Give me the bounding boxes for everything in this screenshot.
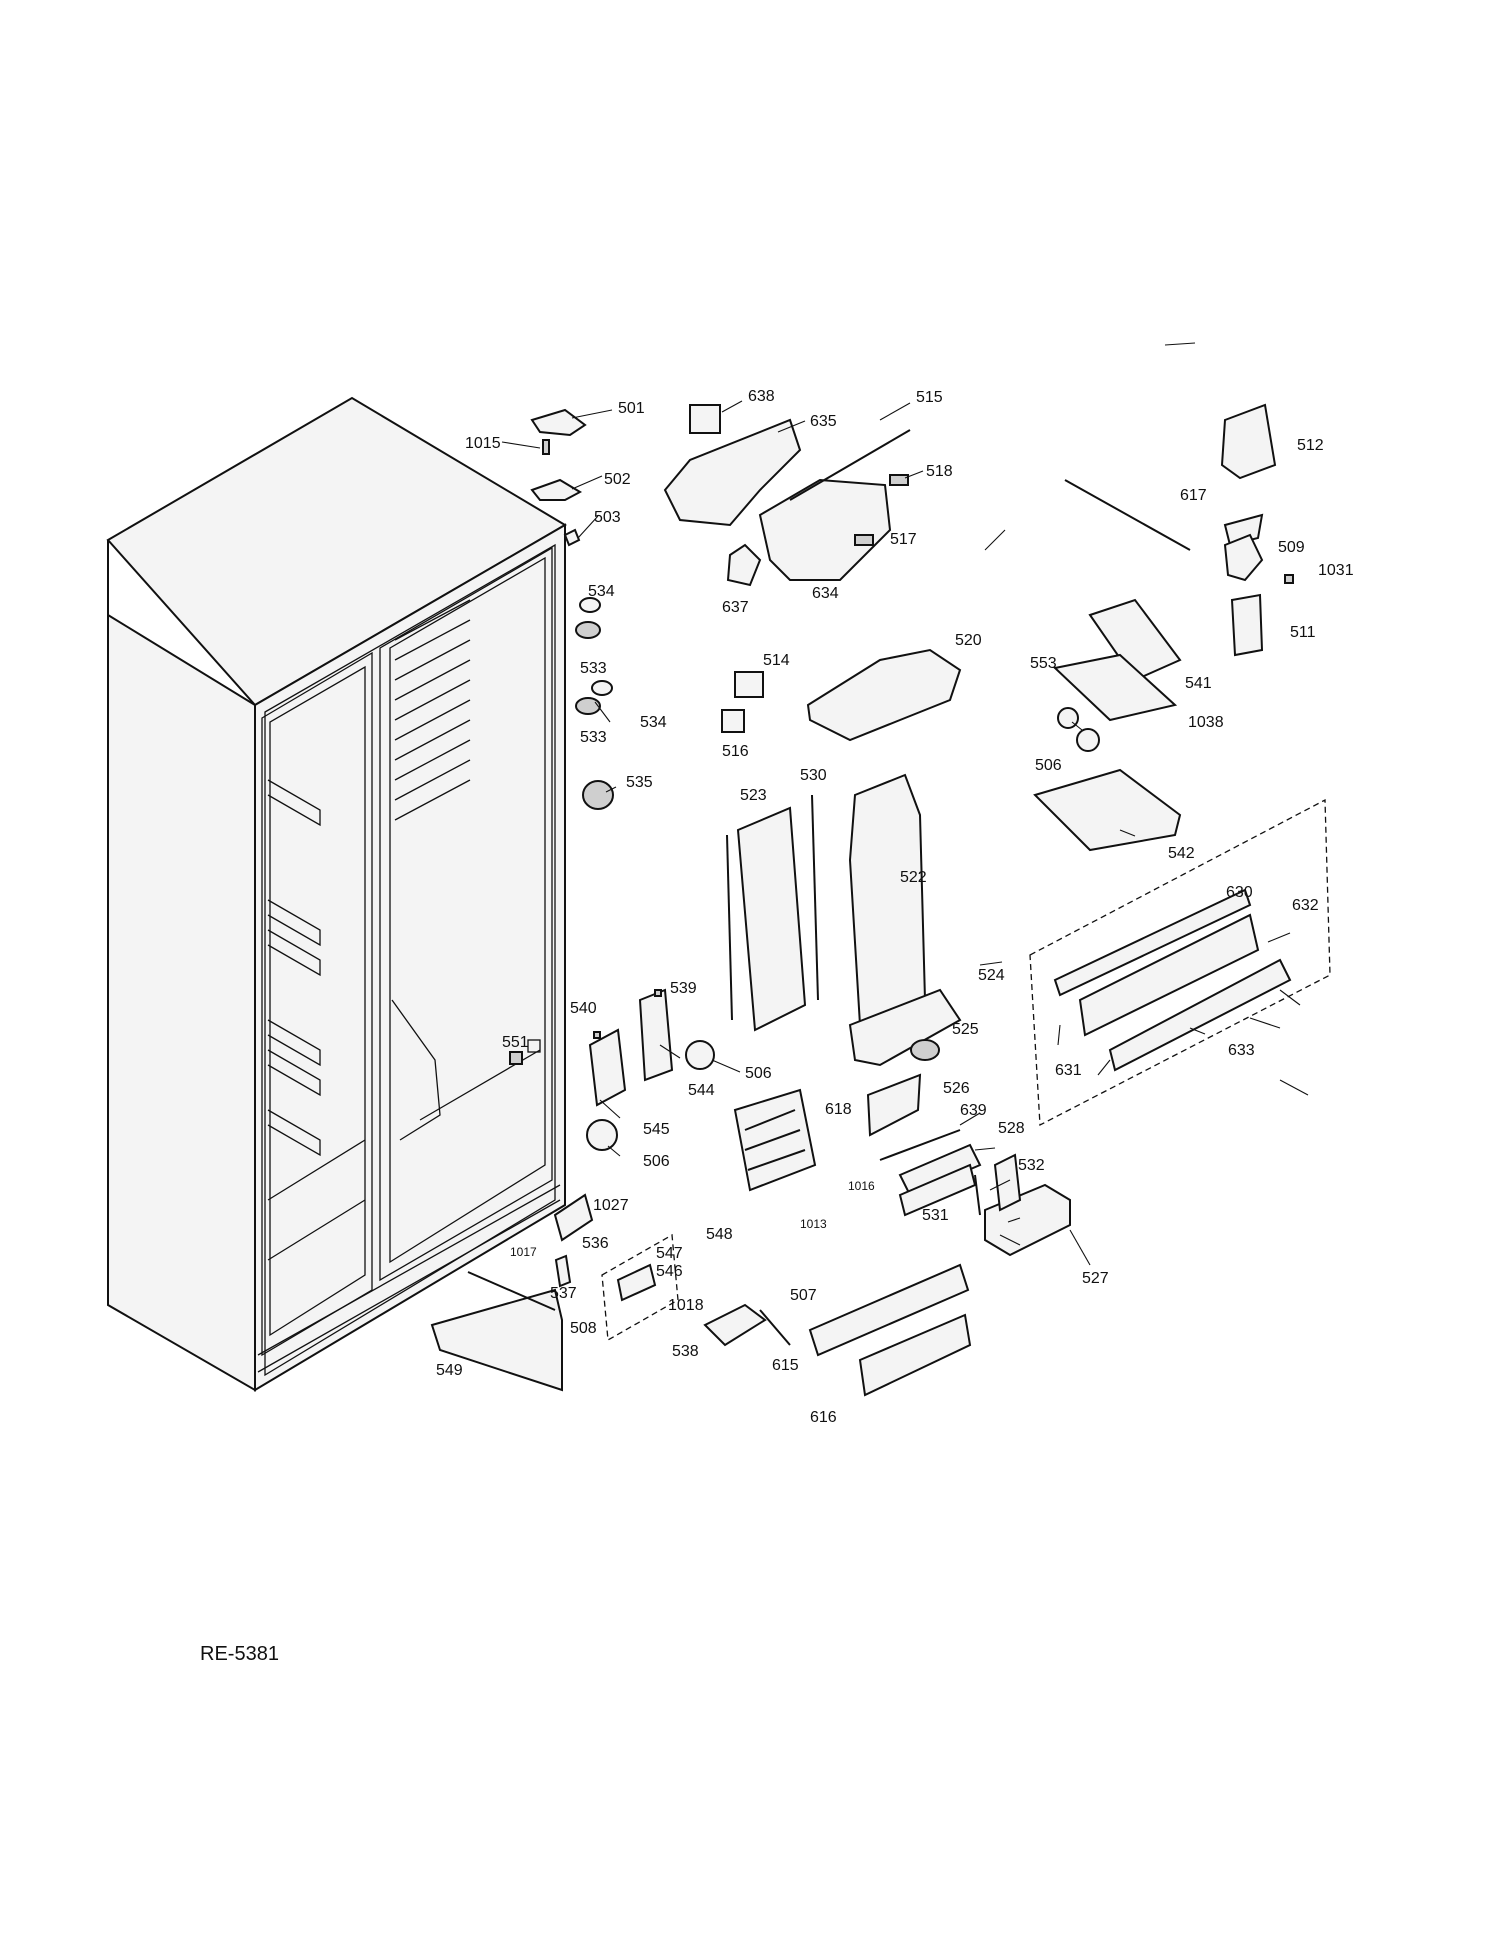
callout-528: 528 — [998, 1120, 1025, 1137]
dispenser-duct-panels — [721, 648, 962, 1067]
callout-553: 553 — [1030, 655, 1057, 672]
callout-545: 545 — [643, 1121, 670, 1138]
ice-chute-assembly — [663, 404, 911, 587]
callout-532: 532 — [1018, 1157, 1045, 1174]
callout-534: 534 — [588, 583, 615, 600]
callout-526: 526 — [943, 1080, 970, 1097]
callout-1013: 1013 — [800, 1217, 827, 1231]
right-dispenser-parts — [1029, 403, 1331, 1127]
callout-539: 539 — [670, 980, 697, 997]
callout-632: 632 — [1292, 897, 1319, 914]
callout-508: 508 — [570, 1320, 597, 1337]
callout-506-c: 506 — [1035, 757, 1062, 774]
callout-630: 630 — [1226, 884, 1253, 901]
callout-507: 507 — [790, 1287, 817, 1304]
bottom-left-parts — [430, 1193, 791, 1392]
callout-533: 533 — [580, 660, 607, 677]
callout-1018: 1018 — [668, 1297, 704, 1314]
callout-544: 544 — [688, 1082, 715, 1099]
callout-501: 501 — [618, 400, 645, 417]
callout-536: 536 — [582, 1235, 609, 1252]
callout-616: 616 — [810, 1409, 837, 1426]
callout-615: 615 — [772, 1357, 799, 1374]
callout-502: 502 — [604, 471, 631, 488]
callout-511: 511 — [1290, 624, 1316, 641]
callout-639: 639 — [960, 1102, 987, 1119]
callout-530: 530 — [800, 767, 827, 784]
callout-1038: 1038 — [1188, 714, 1224, 731]
callout-509: 509 — [1278, 539, 1305, 556]
callout-538: 538 — [672, 1343, 699, 1360]
callout-541: 541 — [1185, 675, 1212, 692]
callout-534-b: 534 — [640, 714, 667, 731]
callout-540: 540 — [570, 1000, 597, 1017]
callout-1031: 1031 — [1318, 562, 1354, 579]
callout-618: 618 — [825, 1101, 852, 1118]
callout-531: 531 — [922, 1207, 949, 1224]
callout-518: 518 — [926, 463, 953, 480]
reference-code: RE-5381 — [200, 1643, 279, 1665]
callout-506-a: 506 — [745, 1065, 772, 1082]
callout-516: 516 — [722, 743, 749, 760]
callout-635: 635 — [810, 413, 837, 430]
callout-638: 638 — [748, 388, 775, 405]
callout-520: 520 — [955, 632, 982, 649]
callout-503: 503 — [594, 509, 621, 526]
callout-537: 537 — [550, 1285, 577, 1302]
callout-617: 617 — [1180, 487, 1207, 504]
callout-1027: 1027 — [593, 1197, 629, 1214]
callout-514: 514 — [763, 652, 790, 669]
callout-547: 547 — [656, 1245, 683, 1262]
callout-551: 551 — [502, 1034, 529, 1051]
callout-517: 517 — [890, 531, 917, 548]
callout-1017: 1017 — [510, 1245, 537, 1259]
callout-524: 524 — [978, 967, 1005, 984]
callout-522: 522 — [900, 869, 927, 886]
callout-515: 515 — [916, 389, 943, 406]
callout-1015: 1015 — [465, 435, 501, 452]
refrigerator-cabinet — [106, 396, 567, 1392]
callout-533-b: 533 — [580, 729, 607, 746]
callout-labels: 501 1015 502 503 534 533 534 533 535 551… — [436, 388, 1354, 1426]
callout-527: 527 — [1082, 1270, 1109, 1287]
lower-dispenser-parts — [733, 1073, 1071, 1397]
callout-633: 633 — [1228, 1042, 1255, 1059]
callout-523: 523 — [740, 787, 767, 804]
light-switch-assembly — [586, 988, 715, 1151]
callout-637: 637 — [722, 599, 749, 616]
callout-546: 546 — [656, 1263, 683, 1280]
callout-549: 549 — [436, 1362, 463, 1379]
callout-506-b: 506 — [643, 1153, 670, 1170]
callout-548: 548 — [706, 1226, 733, 1243]
hinge-assembly — [530, 408, 614, 810]
callout-634: 634 — [812, 585, 839, 602]
callout-631: 631 — [1055, 1062, 1082, 1079]
leader-lines — [501, 342, 1309, 1266]
callout-512: 512 — [1297, 437, 1324, 454]
callout-535: 535 — [626, 774, 653, 791]
callout-542: 542 — [1168, 845, 1195, 862]
callout-1016: 1016 — [848, 1179, 875, 1193]
callout-525: 525 — [952, 1021, 979, 1038]
